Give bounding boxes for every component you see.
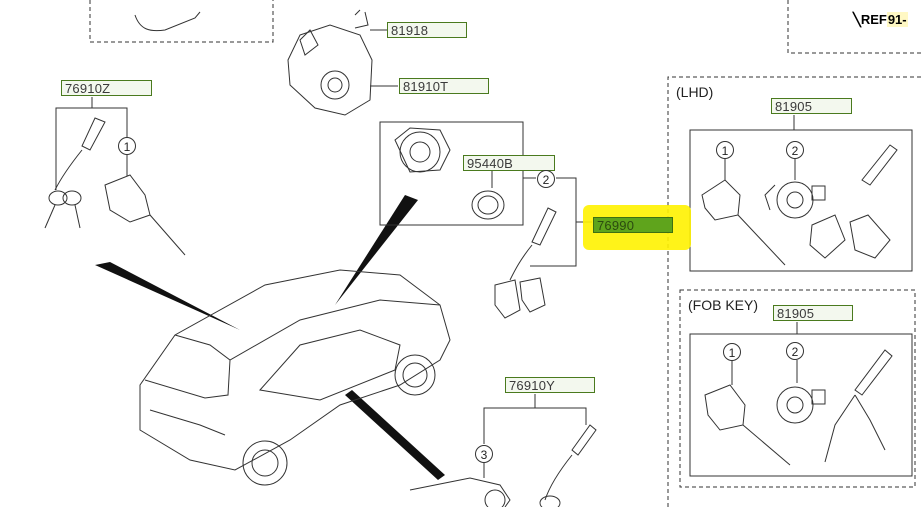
- callout-2-lhd-ignition: 2: [786, 141, 804, 159]
- options-dashed-region: [667, 76, 923, 507]
- part-label-81910T[interactable]: 81910T: [399, 78, 489, 94]
- key-set-bottom-tree: [483, 394, 587, 478]
- ref-arrow-icon: ╲: [853, 12, 861, 27]
- part-label-76990[interactable]: 76990: [593, 217, 673, 233]
- part-label-95440B[interactable]: 95440B: [463, 155, 555, 171]
- pointer-wedge-left: [95, 262, 240, 330]
- part-label-81918[interactable]: 81918: [387, 22, 467, 38]
- fob-key-illustration: [494, 207, 557, 319]
- part-label-76910Z[interactable]: 76910Z: [61, 80, 152, 96]
- callout-1-left-cylinder: 1: [118, 137, 136, 155]
- ref-prefix: REF: [860, 12, 887, 27]
- fob-key-dashed-box: [679, 289, 916, 488]
- ref-dashed-box: [787, 0, 923, 54]
- callout-1-lhd-cylinder: 1: [716, 141, 734, 159]
- antenna-box-outline: [379, 121, 524, 226]
- top-left-ref-box: [89, 0, 274, 43]
- pointer-wedge-top: [335, 195, 418, 305]
- antenna-illustration: [394, 127, 505, 220]
- top-left-part-sketch: [134, 11, 201, 32]
- ref-number: 91-: [886, 12, 908, 27]
- callout-1-fob-cylinder: 1: [723, 343, 741, 361]
- part-label-81905-fob[interactable]: 81905: [773, 305, 853, 321]
- callout-3-bottom-cylinder: 3: [475, 445, 493, 463]
- pointer-wedge-bottom: [345, 390, 445, 480]
- fob-key-set-box: [689, 333, 913, 477]
- section-title-lhd: (LHD): [676, 84, 714, 100]
- fob-key-tree: [523, 177, 592, 267]
- section-title-fob-key: (FOB KEY): [688, 297, 759, 313]
- part-label-81905-lhd[interactable]: 81905: [771, 98, 852, 114]
- part-label-76910Y[interactable]: 76910Y: [505, 377, 595, 393]
- callout-2-fob-group: 2: [537, 170, 555, 188]
- steering-lock-illustration: [287, 9, 373, 116]
- key-set-left-illustration: [44, 117, 186, 256]
- key-set-left-tree: [55, 97, 128, 190]
- lhd-set-illustration: [701, 144, 898, 266]
- car-illustration: [139, 269, 451, 486]
- callout-2-fob-ignition: 2: [786, 342, 804, 360]
- lhd-set-box: [689, 129, 913, 272]
- fob-key-set-illustration: [704, 349, 893, 466]
- key-set-bottom-illustration: [409, 424, 597, 507]
- ref-badge[interactable]: ╲REF91-: [853, 12, 908, 28]
